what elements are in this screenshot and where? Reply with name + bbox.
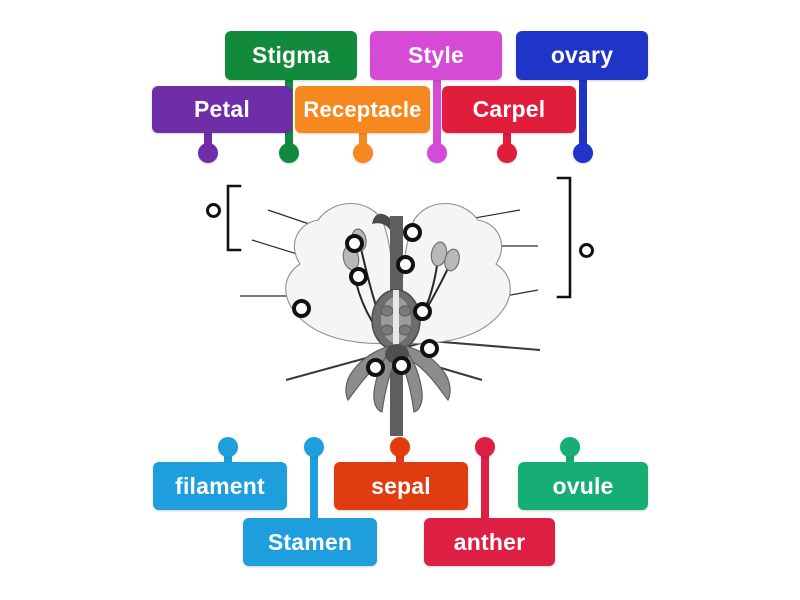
hotspot-sepal[interactable] — [366, 358, 385, 377]
connector-knob-petal[interactable] — [198, 143, 218, 163]
connector-knob-style[interactable] — [427, 143, 447, 163]
connector-knob-ovule[interactable] — [560, 437, 580, 457]
label-chip-filament-text: filament — [175, 472, 265, 499]
label-chip-ovule[interactable]: ovule — [518, 462, 648, 510]
connector-stem-receptacle — [359, 131, 367, 153]
label-chip-style[interactable]: Style — [370, 31, 502, 80]
connector-stem-petal — [204, 131, 212, 153]
hotspot-ovary[interactable] — [413, 302, 432, 321]
hotspot-receptacle[interactable] — [392, 356, 411, 375]
connector-knob-receptacle[interactable] — [353, 143, 373, 163]
connector-knob-stigma[interactable] — [279, 143, 299, 163]
label-chip-receptacle-text: Receptacle — [303, 96, 422, 122]
label-chip-petal[interactable]: Petal — [152, 86, 292, 133]
label-chip-filament[interactable]: filament — [153, 462, 287, 510]
connector-knob-sepal[interactable] — [390, 437, 410, 457]
label-chip-anther[interactable]: anther — [424, 518, 555, 566]
label-chip-petal-text: Petal — [194, 96, 250, 122]
hotspot-ovule[interactable] — [420, 339, 439, 358]
label-chip-anther-text: anther — [453, 528, 526, 555]
hotspot-filament-upper[interactable] — [349, 267, 368, 286]
flower-diagram-graphic — [226, 176, 572, 436]
ovules — [380, 305, 412, 336]
hotspot-anther-upper[interactable] — [345, 234, 364, 253]
connector-stem-style — [433, 78, 441, 153]
label-chip-stamen[interactable]: Stamen — [243, 518, 377, 566]
connector-knob-ovary[interactable] — [573, 143, 593, 163]
connector-knob-anther[interactable] — [475, 437, 495, 457]
label-chip-ovary[interactable]: ovary — [516, 31, 648, 80]
hotspot-stigma[interactable] — [403, 223, 422, 242]
label-chip-carpel-text: Carpel — [472, 96, 546, 122]
label-chip-ovule-text: ovule — [552, 472, 614, 499]
label-chip-ovary-text: ovary — [550, 42, 614, 68]
connector-stem-anther — [481, 443, 489, 523]
label-chip-sepal[interactable]: sepal — [334, 462, 468, 510]
label-chip-stigma[interactable]: Stigma — [225, 31, 357, 80]
hotspot-petal-left[interactable] — [292, 299, 311, 318]
flower-diagram — [200, 168, 600, 436]
connector-stem-stamen — [310, 443, 318, 523]
connector-knob-carpel[interactable] — [497, 143, 517, 163]
connector-knob-stamen[interactable] — [304, 437, 324, 457]
ovary — [371, 289, 421, 352]
hotspot-style[interactable] — [396, 255, 415, 274]
hotspot-bracket-left[interactable] — [206, 203, 221, 218]
label-chip-stamen-text: Stamen — [267, 528, 353, 555]
label-chip-sepal-text: sepal — [371, 472, 431, 499]
label-chip-carpel[interactable]: Carpel — [442, 86, 576, 133]
hotspot-bracket-right[interactable] — [579, 243, 594, 258]
label-chip-stigma-text: Stigma — [252, 42, 330, 68]
grouping-brackets — [226, 176, 572, 299]
connector-stem-ovary — [579, 78, 587, 153]
connector-stem-carpel — [503, 131, 511, 153]
label-chip-style-text: Style — [408, 42, 464, 68]
connector-knob-filament[interactable] — [218, 437, 238, 457]
label-chip-receptacle[interactable]: Receptacle — [295, 86, 430, 133]
